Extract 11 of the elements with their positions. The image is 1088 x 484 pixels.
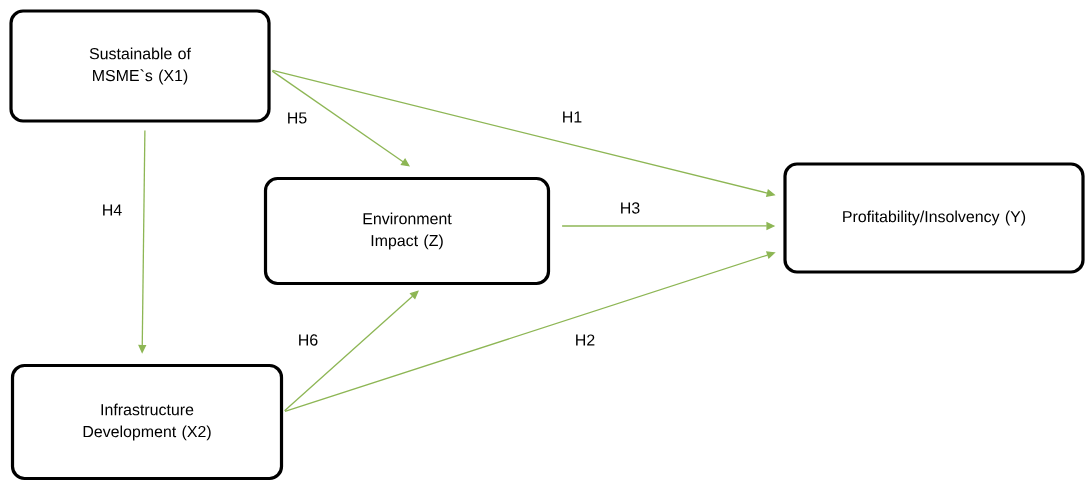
edge-label: H2	[573, 333, 597, 347]
process-box: Infrastructure Development (X2)	[10, 363, 284, 481]
edge-label: H4	[100, 203, 124, 217]
process-box: Profitability/Insolvency (Y)	[783, 162, 1085, 274]
edge-label: H1	[560, 110, 584, 124]
process-box: Sustainable of MSME`s (X1)	[9, 9, 271, 123]
process-box: Environment Impact (Z)	[263, 176, 551, 286]
edge-label: H5	[285, 111, 309, 125]
edge-label: H3	[618, 201, 642, 215]
edge-label: H6	[296, 333, 320, 347]
arrow	[283, 290, 419, 412]
